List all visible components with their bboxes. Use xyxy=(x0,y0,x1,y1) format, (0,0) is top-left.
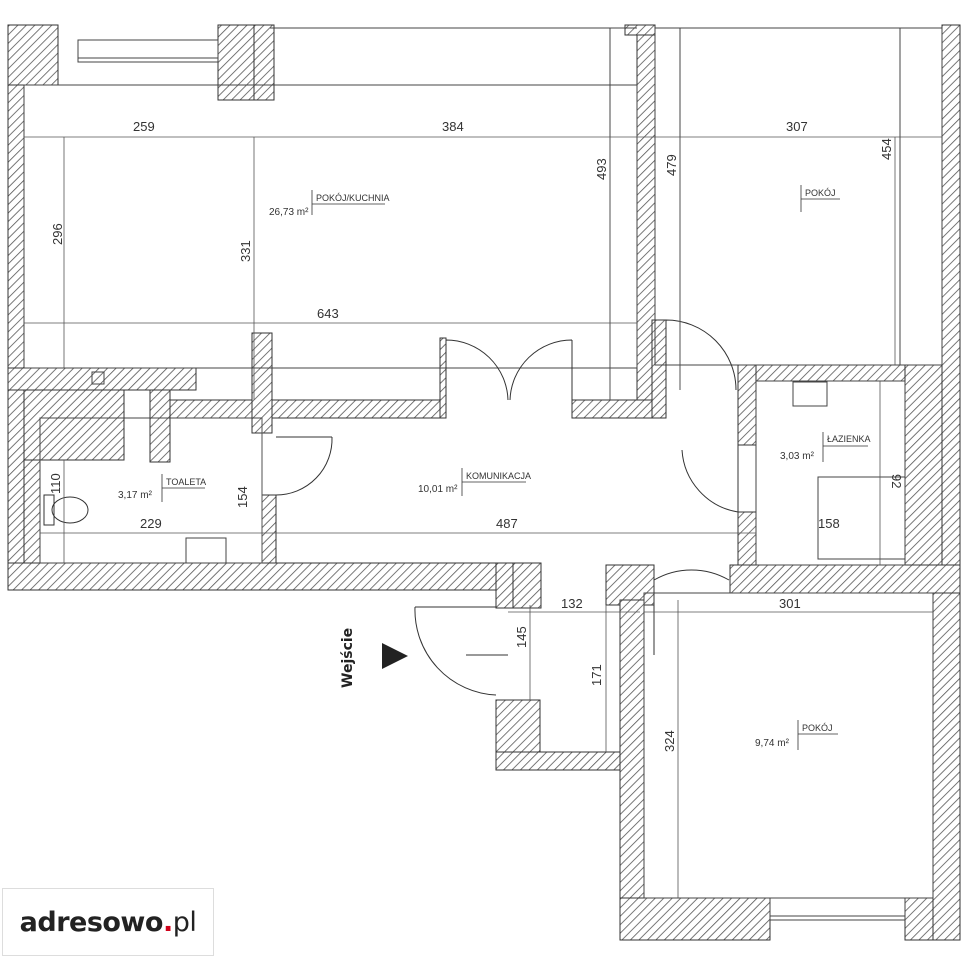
dim-643: 643 xyxy=(317,306,339,321)
wall-bottom-left xyxy=(7,562,515,591)
room-name-pokoj-bottom: POKÓJ xyxy=(802,723,833,733)
wall-bath-left-bottom xyxy=(737,511,757,573)
windows xyxy=(77,39,906,921)
room-outline-bath xyxy=(755,380,906,566)
dim-259: 259 xyxy=(133,119,155,134)
wall-entry-right xyxy=(605,564,655,606)
wall-corridor-top-left xyxy=(169,399,441,419)
room-area-pokoj-bottom: 9,74 m² xyxy=(755,738,790,749)
wall-entry-left xyxy=(495,562,515,609)
watermark-logo: adresowo.pl xyxy=(2,888,214,956)
dim-132: 132 xyxy=(561,596,583,611)
door-toilet xyxy=(275,436,333,496)
dim-384: 384 xyxy=(442,119,464,134)
room-name-toaleta: TOALETA xyxy=(166,477,206,487)
dim-307: 307 xyxy=(786,119,808,134)
dim-301: 301 xyxy=(779,596,801,611)
bath-sink xyxy=(792,381,828,407)
dimension-lines xyxy=(24,136,942,898)
wall-entry-pier xyxy=(512,562,542,609)
door-kitchen-right xyxy=(509,339,573,401)
wall-bath-right xyxy=(904,364,943,591)
dim-493: 493 xyxy=(594,158,609,180)
dimension-labels: 259 384 307 643 296 331 493 479 454 110 … xyxy=(48,119,904,752)
wall-top-left xyxy=(7,24,59,86)
wall-left-outer xyxy=(7,24,25,591)
toilet-seat xyxy=(51,496,89,524)
wall-kitchen-bottom-left xyxy=(7,367,197,391)
room-lines xyxy=(23,27,943,899)
wall-toilet-right xyxy=(261,494,277,566)
wall-corridor-top-mid xyxy=(571,399,653,419)
dim-331: 331 xyxy=(238,240,253,262)
wall-toilet-top xyxy=(23,389,125,461)
toilet-bowl xyxy=(43,494,89,526)
room-outline-kitchen xyxy=(23,84,638,369)
window-top xyxy=(77,39,219,63)
toilet-tank xyxy=(43,494,55,526)
dim-158: 158 xyxy=(818,516,840,531)
logo-dot: . xyxy=(162,906,173,938)
dim-487: 487 xyxy=(496,516,518,531)
wall-room-bottom-left xyxy=(619,599,645,941)
room-name-pokoj-top: POKÓJ xyxy=(805,188,836,198)
logo-tld: pl xyxy=(172,906,197,938)
dim-229: 229 xyxy=(140,516,162,531)
walls xyxy=(7,24,961,941)
entrance-label: Wejście xyxy=(340,628,356,688)
room-outline-pokoj-top xyxy=(654,27,943,366)
dim-92: 92 xyxy=(889,474,904,488)
dim-145: 145 xyxy=(514,626,529,648)
wall-top-right xyxy=(624,24,656,36)
room-area-lazienka: 3,03 m² xyxy=(780,451,815,462)
room-name-komunikacja: KOMUNIKACJA xyxy=(466,471,531,481)
wall-right-top xyxy=(941,24,961,591)
doors xyxy=(275,319,739,696)
shower-tray xyxy=(817,476,906,560)
wall-pier-doors xyxy=(439,337,447,419)
wall-room-bottom-right xyxy=(932,592,961,941)
toilet-sink xyxy=(185,537,227,564)
wall-toilet-divider xyxy=(149,389,171,463)
door-room-bottom xyxy=(653,569,730,655)
room-labels: POKÓJ/KUCHNIA 26,73 m² POKÓJ TOALETA 3,1… xyxy=(118,185,871,750)
entrance-arrow-icon xyxy=(382,643,408,669)
shaft-box xyxy=(91,371,105,385)
dim-454: 454 xyxy=(879,138,894,160)
door-kitchen-left xyxy=(445,339,509,401)
logo-name: adresowo xyxy=(19,906,164,938)
logo-text: adresowo.pl xyxy=(20,907,197,938)
door-entry xyxy=(414,606,497,696)
door-room-top xyxy=(665,319,737,391)
dim-479: 479 xyxy=(664,154,679,176)
dim-171: 171 xyxy=(589,664,604,686)
wall-room-bottom-floor-left xyxy=(619,897,771,941)
room-name-lazienka: ŁAZIENKA xyxy=(827,434,871,444)
room-area-komunikacja: 10,01 m² xyxy=(418,484,458,495)
window-bottom xyxy=(769,897,906,921)
room-area-toaleta: 3,17 m² xyxy=(118,490,153,501)
wall-toilet-left xyxy=(23,459,41,566)
wall-corridor-top-right xyxy=(651,319,667,419)
wall-top-mid xyxy=(253,24,275,101)
dim-324: 324 xyxy=(662,730,677,752)
wall-bath-left-top xyxy=(737,364,757,446)
room-area-pokoj-kuchnia: 26,73 m² xyxy=(269,207,309,218)
dim-296: 296 xyxy=(50,223,65,245)
wall-bottom-right xyxy=(729,564,961,594)
door-bath xyxy=(681,445,739,513)
dim-110: 110 xyxy=(48,473,63,494)
room-name-pokoj-kuchnia: POKÓJ/KUCHNIA xyxy=(316,193,390,203)
dim-154: 154 xyxy=(235,486,250,508)
